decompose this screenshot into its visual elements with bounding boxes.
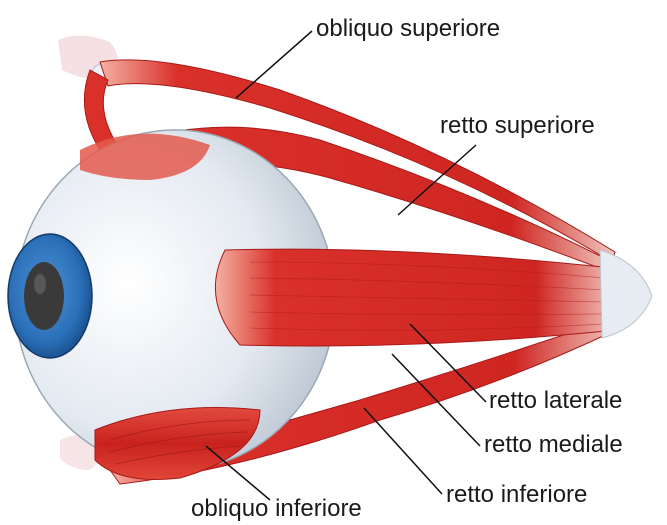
pupil: [24, 262, 64, 330]
pupil-highlight: [34, 274, 46, 294]
label-retto-mediale: retto mediale: [484, 433, 623, 457]
label-obliquo-inferiore: obliquo inferiore: [191, 497, 362, 521]
label-retto-inferiore: retto inferiore: [446, 483, 587, 507]
leader-retto-inferiore: [364, 408, 442, 494]
label-obliquo-superiore: obliquo superiore: [316, 17, 500, 41]
lateral-rectus-muscle: [215, 249, 616, 346]
annulus-of-zinn: [600, 250, 652, 338]
label-retto-superiore: retto superiore: [440, 114, 595, 138]
label-retto-laterale: retto laterale: [489, 389, 622, 413]
